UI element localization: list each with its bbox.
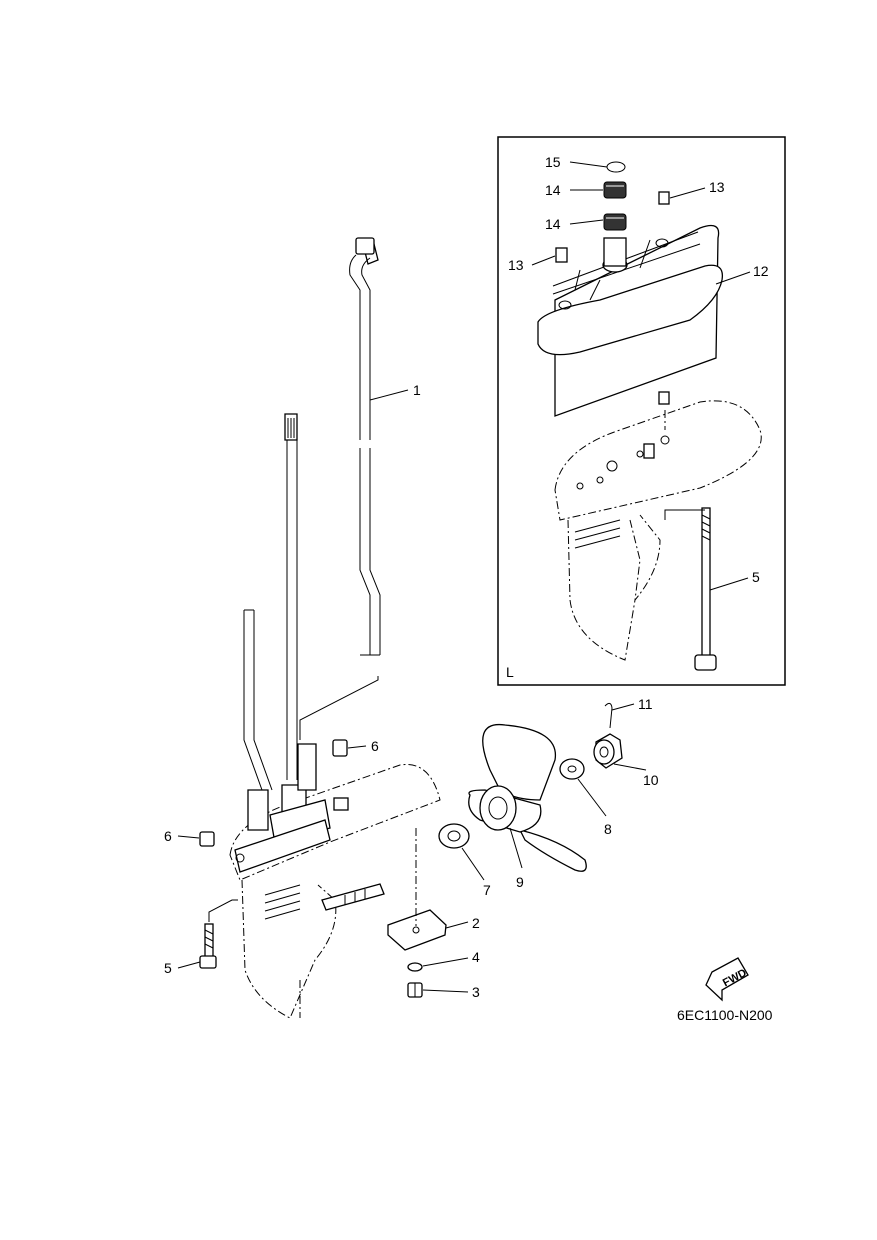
dowel-pin-upper	[332, 739, 348, 757]
callout-13-right: 13	[709, 179, 725, 195]
callout-8: 10	[643, 772, 659, 788]
needle-bearing-upper	[603, 181, 627, 199]
callout-1: 1	[413, 382, 421, 398]
callout-13-left: 13	[508, 257, 524, 273]
inset-label: L	[506, 664, 514, 680]
forward-arrow: FWD	[705, 957, 749, 1002]
callout-14-upper: 14	[545, 182, 561, 198]
upper-casing-extension	[537, 224, 724, 417]
callout-10: 8	[604, 821, 612, 837]
callout-4: 4	[472, 949, 480, 965]
dowel-pin-left	[555, 247, 568, 263]
inset-bolt	[664, 507, 717, 671]
needle-bearing-lower	[603, 213, 627, 231]
dowel-pin-lower	[199, 831, 215, 847]
callout-11: 9	[516, 874, 524, 890]
inset-panel: L	[497, 136, 786, 686]
callout-7: 7	[483, 882, 491, 898]
callout-6-lower: 6	[164, 828, 172, 844]
callout-12: 12	[753, 263, 769, 279]
callout-2: 2	[472, 915, 480, 931]
lower-case	[229, 743, 441, 1019]
water-tube	[299, 237, 381, 740]
thrust-washer	[438, 823, 470, 849]
washer	[407, 962, 423, 972]
callout-5-main: 5	[164, 960, 172, 976]
anode	[387, 828, 447, 951]
callout-9: 11	[638, 696, 653, 712]
propeller	[468, 723, 587, 872]
drive-shaft	[284, 413, 298, 780]
callout-15: 15	[545, 154, 561, 170]
cotter-pin	[604, 702, 613, 729]
shift-rod	[243, 609, 273, 791]
callout-3: 3	[472, 984, 480, 1000]
figure-code: 6EC1100-N200	[677, 1007, 773, 1023]
inset-lower-case	[554, 391, 762, 661]
callouts: 15 14 14 13 13 12 5 1 6 6 5 2 4	[164, 154, 769, 1000]
callout-14-lower: 14	[545, 216, 561, 232]
spacer	[559, 758, 585, 780]
callout-5-inset: 5	[752, 569, 760, 585]
bolt	[199, 899, 238, 969]
callout-6-upper: 6	[371, 738, 379, 754]
dowel-pin-right	[658, 191, 670, 205]
propeller-nut	[593, 733, 623, 769]
anode-bolt	[407, 982, 423, 998]
